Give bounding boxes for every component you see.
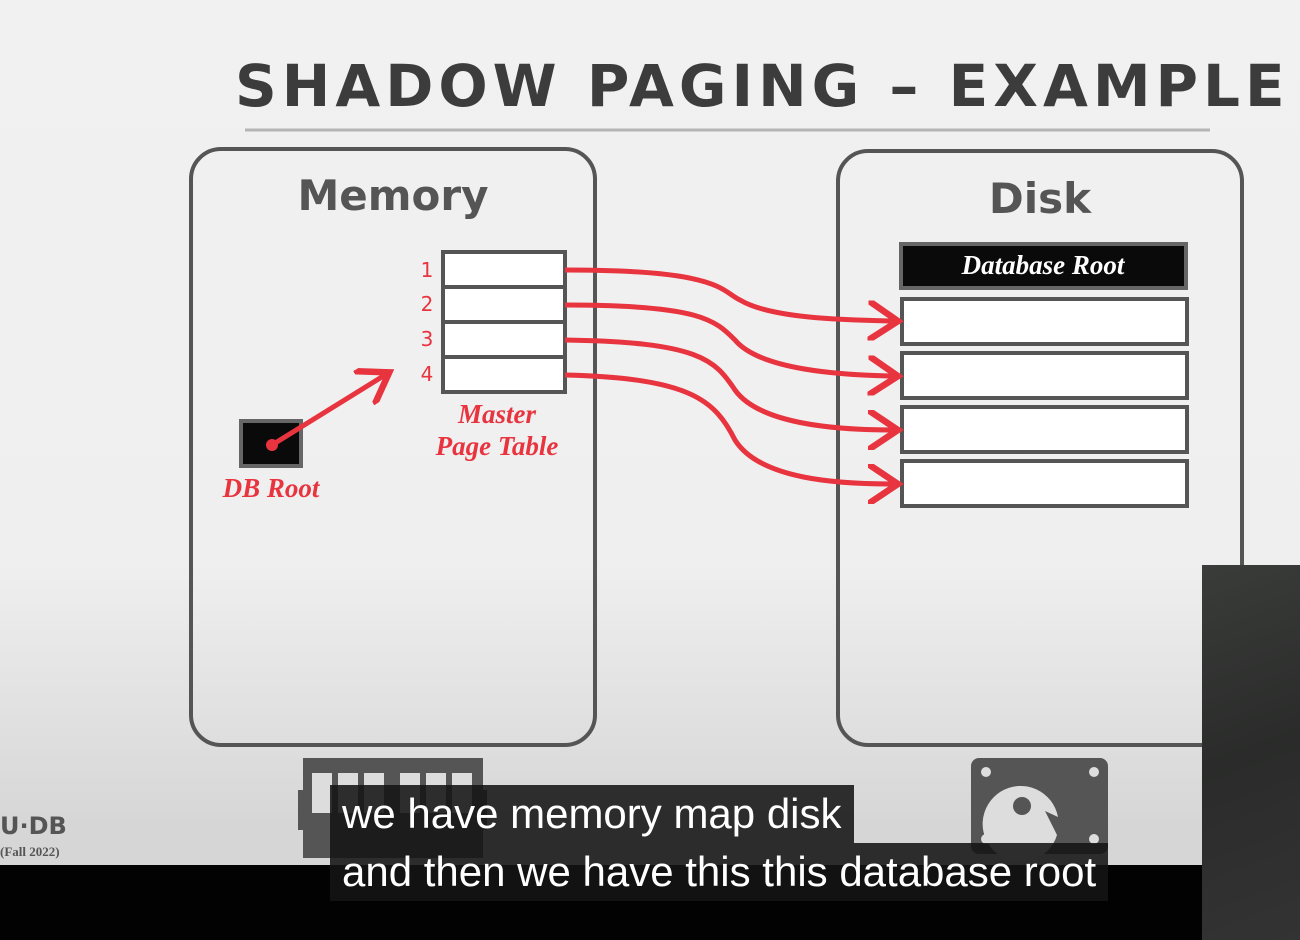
memory-label: Memory	[298, 171, 489, 220]
page-pointer-arrow	[564, 302, 893, 376]
disk-page	[900, 459, 1189, 508]
caption-line-2: and then we have this this database root	[330, 843, 1109, 901]
course-logo: U·DB	[0, 812, 67, 840]
page-table-entry	[441, 285, 567, 324]
page-pointer-arrow	[564, 267, 893, 321]
hard-disk-icon	[971, 758, 1108, 862]
disk-page	[900, 405, 1189, 454]
page-table-entry	[441, 355, 567, 394]
entry-number: 4	[421, 362, 434, 386]
page-pointer-arrow	[564, 372, 893, 484]
disk-page	[900, 297, 1189, 346]
memory-box	[189, 147, 597, 747]
entry-number: 2	[421, 292, 434, 316]
master-page-table	[441, 250, 567, 394]
master-label: Master	[457, 399, 537, 429]
db-root-dot	[266, 439, 278, 451]
database-root-label: Database Root	[961, 250, 1126, 280]
disk-page	[900, 351, 1189, 400]
db-root-arrow	[270, 375, 385, 448]
slide-title: SHADOW PAGING – EXAMPLE	[235, 52, 1290, 120]
db-root-label: DB Root	[222, 473, 321, 503]
entry-number: 3	[421, 327, 434, 351]
page-table-entry	[441, 250, 567, 289]
database-root-box	[899, 242, 1188, 290]
page-pointer-arrow	[564, 337, 893, 430]
course-term: (Fall 2022)	[0, 844, 60, 859]
disk-label: Disk	[989, 174, 1092, 223]
entry-number: 1	[421, 258, 434, 282]
page-table-entry	[441, 320, 567, 359]
caption-line-1: we have memory map disk	[330, 785, 854, 843]
page-table-label: Page Table	[435, 431, 559, 461]
webcam-inset	[1202, 565, 1300, 940]
disk-box	[836, 149, 1244, 747]
